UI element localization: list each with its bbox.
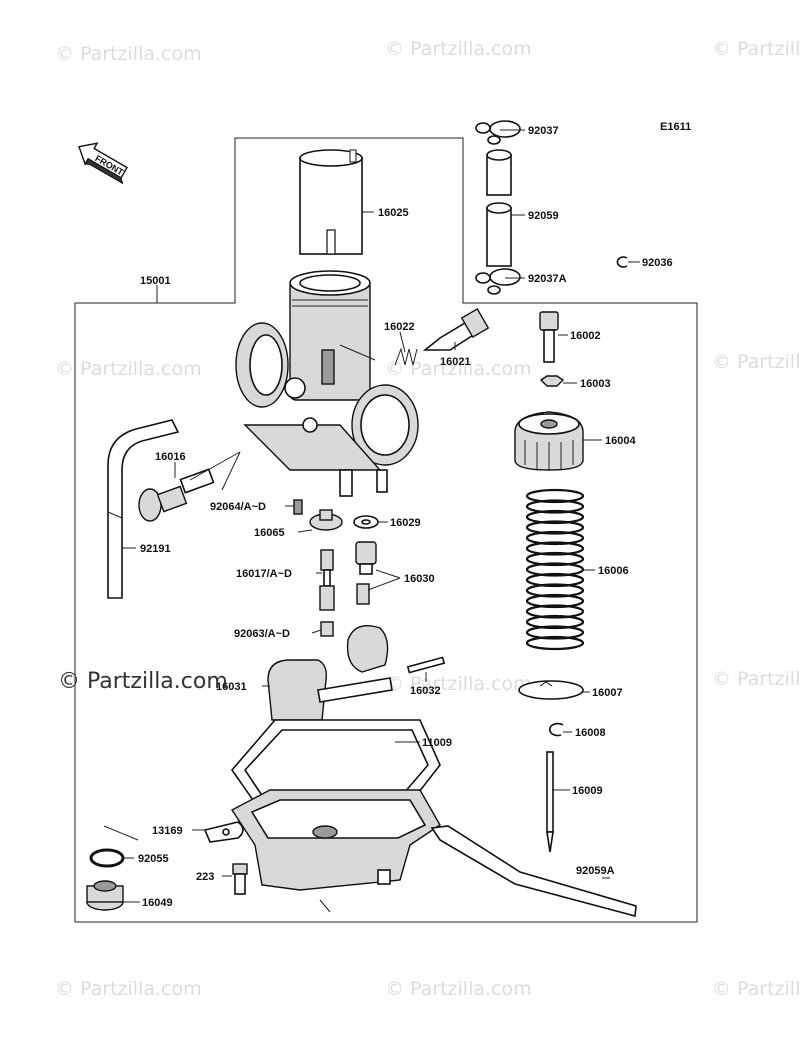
carb-cap [514,411,584,471]
part-label: 92037 [528,125,559,137]
spring-coil [525,635,585,651]
pilot-jet [319,549,335,611]
part-label: 16017/A~D [236,568,292,580]
watermark: © Partzilla.com [712,978,800,1000]
part-label: 16006 [598,565,629,577]
leader-lines [103,129,640,913]
front-arrow-icon: FRONT [78,142,128,185]
starter-jet [320,621,334,637]
watermark: © Partzilla.com [55,978,202,1000]
carburetor-body [235,270,419,497]
spring-coil [525,541,585,556]
part-label: 92059A [576,865,615,877]
part-label: 16065 [254,527,285,539]
part-label: 16022 [384,321,415,333]
spring-coil [525,572,585,588]
drain-plug [86,880,124,911]
watermark: © Partzilla.com [55,358,202,380]
part-label: 92063/A~D [234,628,290,640]
short-hose [486,149,512,196]
spring-coil [525,520,585,535]
part-label: 13169 [152,825,183,837]
part-label: 11009 [422,737,452,749]
cable-adjuster [539,311,559,363]
part-label: 16031 [216,681,247,693]
spring-coil [525,625,585,640]
throttle-stop-screw [422,308,490,351]
watermark: © Partzilla.com [712,351,800,373]
jet-needle [546,751,554,853]
part-label: 92064/A~D [210,501,266,513]
watermark-prominent: © Partzilla.com [58,669,228,694]
part-label: 16004 [605,435,636,447]
spring-coil [525,583,585,598]
part-label: 16029 [390,517,421,529]
part-label: 16003 [580,378,611,390]
part-label: 16009 [572,785,603,797]
needle-clip [548,722,564,737]
breather-hose [486,202,512,267]
spring-coil [525,604,585,619]
throttle-slide [299,149,363,255]
part-label: 223 [196,871,214,883]
part-label: 92059 [528,210,559,222]
diagram-code: E1611 [660,121,691,133]
assembly-outline [74,137,698,923]
spring-coil [525,614,585,630]
part-label: 16049 [142,897,173,909]
part-labels: 92037 92059 92037A 92036 16025 15001 160… [138,125,673,909]
part-label: 16016 [155,451,186,463]
spring-seat [518,680,584,700]
screw-223 [232,863,248,895]
washer [353,515,379,529]
spring-coil [525,551,585,567]
part-label: 16007 [592,687,623,699]
watermarks: © Partzilla.com © Partzilla.com © Partzi… [55,38,800,1000]
part-label: 92055 [138,853,169,865]
main-jet [355,541,377,605]
watermark: © Partzilla.com [712,38,800,60]
spring-coil [525,499,585,514]
part-label: 16025 [378,207,409,219]
clip-92036 [616,256,628,268]
watermark: © Partzilla.com [385,358,532,380]
idle-spring [394,347,418,366]
overflow-hose [430,825,637,918]
pilot-air-screw [293,499,303,515]
needle-jet-holder [309,509,343,531]
slide-spring [525,488,585,651]
watermark: © Partzilla.com [712,668,800,690]
part-label: 16021 [440,356,471,368]
o-ring [89,848,125,868]
float-bowl [230,789,441,891]
part-label: 16030 [404,573,435,585]
spring-coil [525,509,585,525]
choke-plunger [138,468,215,522]
watermark: © Partzilla.com [385,38,532,60]
part-label: 16008 [575,727,606,739]
hose-clip-top [475,120,521,145]
spring-coil [525,593,585,609]
part-label: 16032 [410,685,441,697]
float-assembly [267,625,393,721]
float-pin [406,656,446,674]
watermark: © Partzilla.com [55,43,202,65]
part-label: 92036 [642,257,673,269]
spring-coil [525,530,585,546]
part-label: 16002 [570,330,601,342]
spring-coil [525,488,585,504]
float-bowl-gasket [230,719,441,811]
part-label: 15001 [140,275,171,287]
hose-clip-bottom [475,268,521,295]
locknut [539,375,565,387]
fuel-hose-92191 [107,419,180,599]
drain-plate [203,821,244,843]
part-label: 92191 [140,543,171,555]
part-label: 92037A [528,273,567,285]
watermark: © Partzilla.com [385,673,532,695]
watermark: © Partzilla.com [385,978,532,1000]
